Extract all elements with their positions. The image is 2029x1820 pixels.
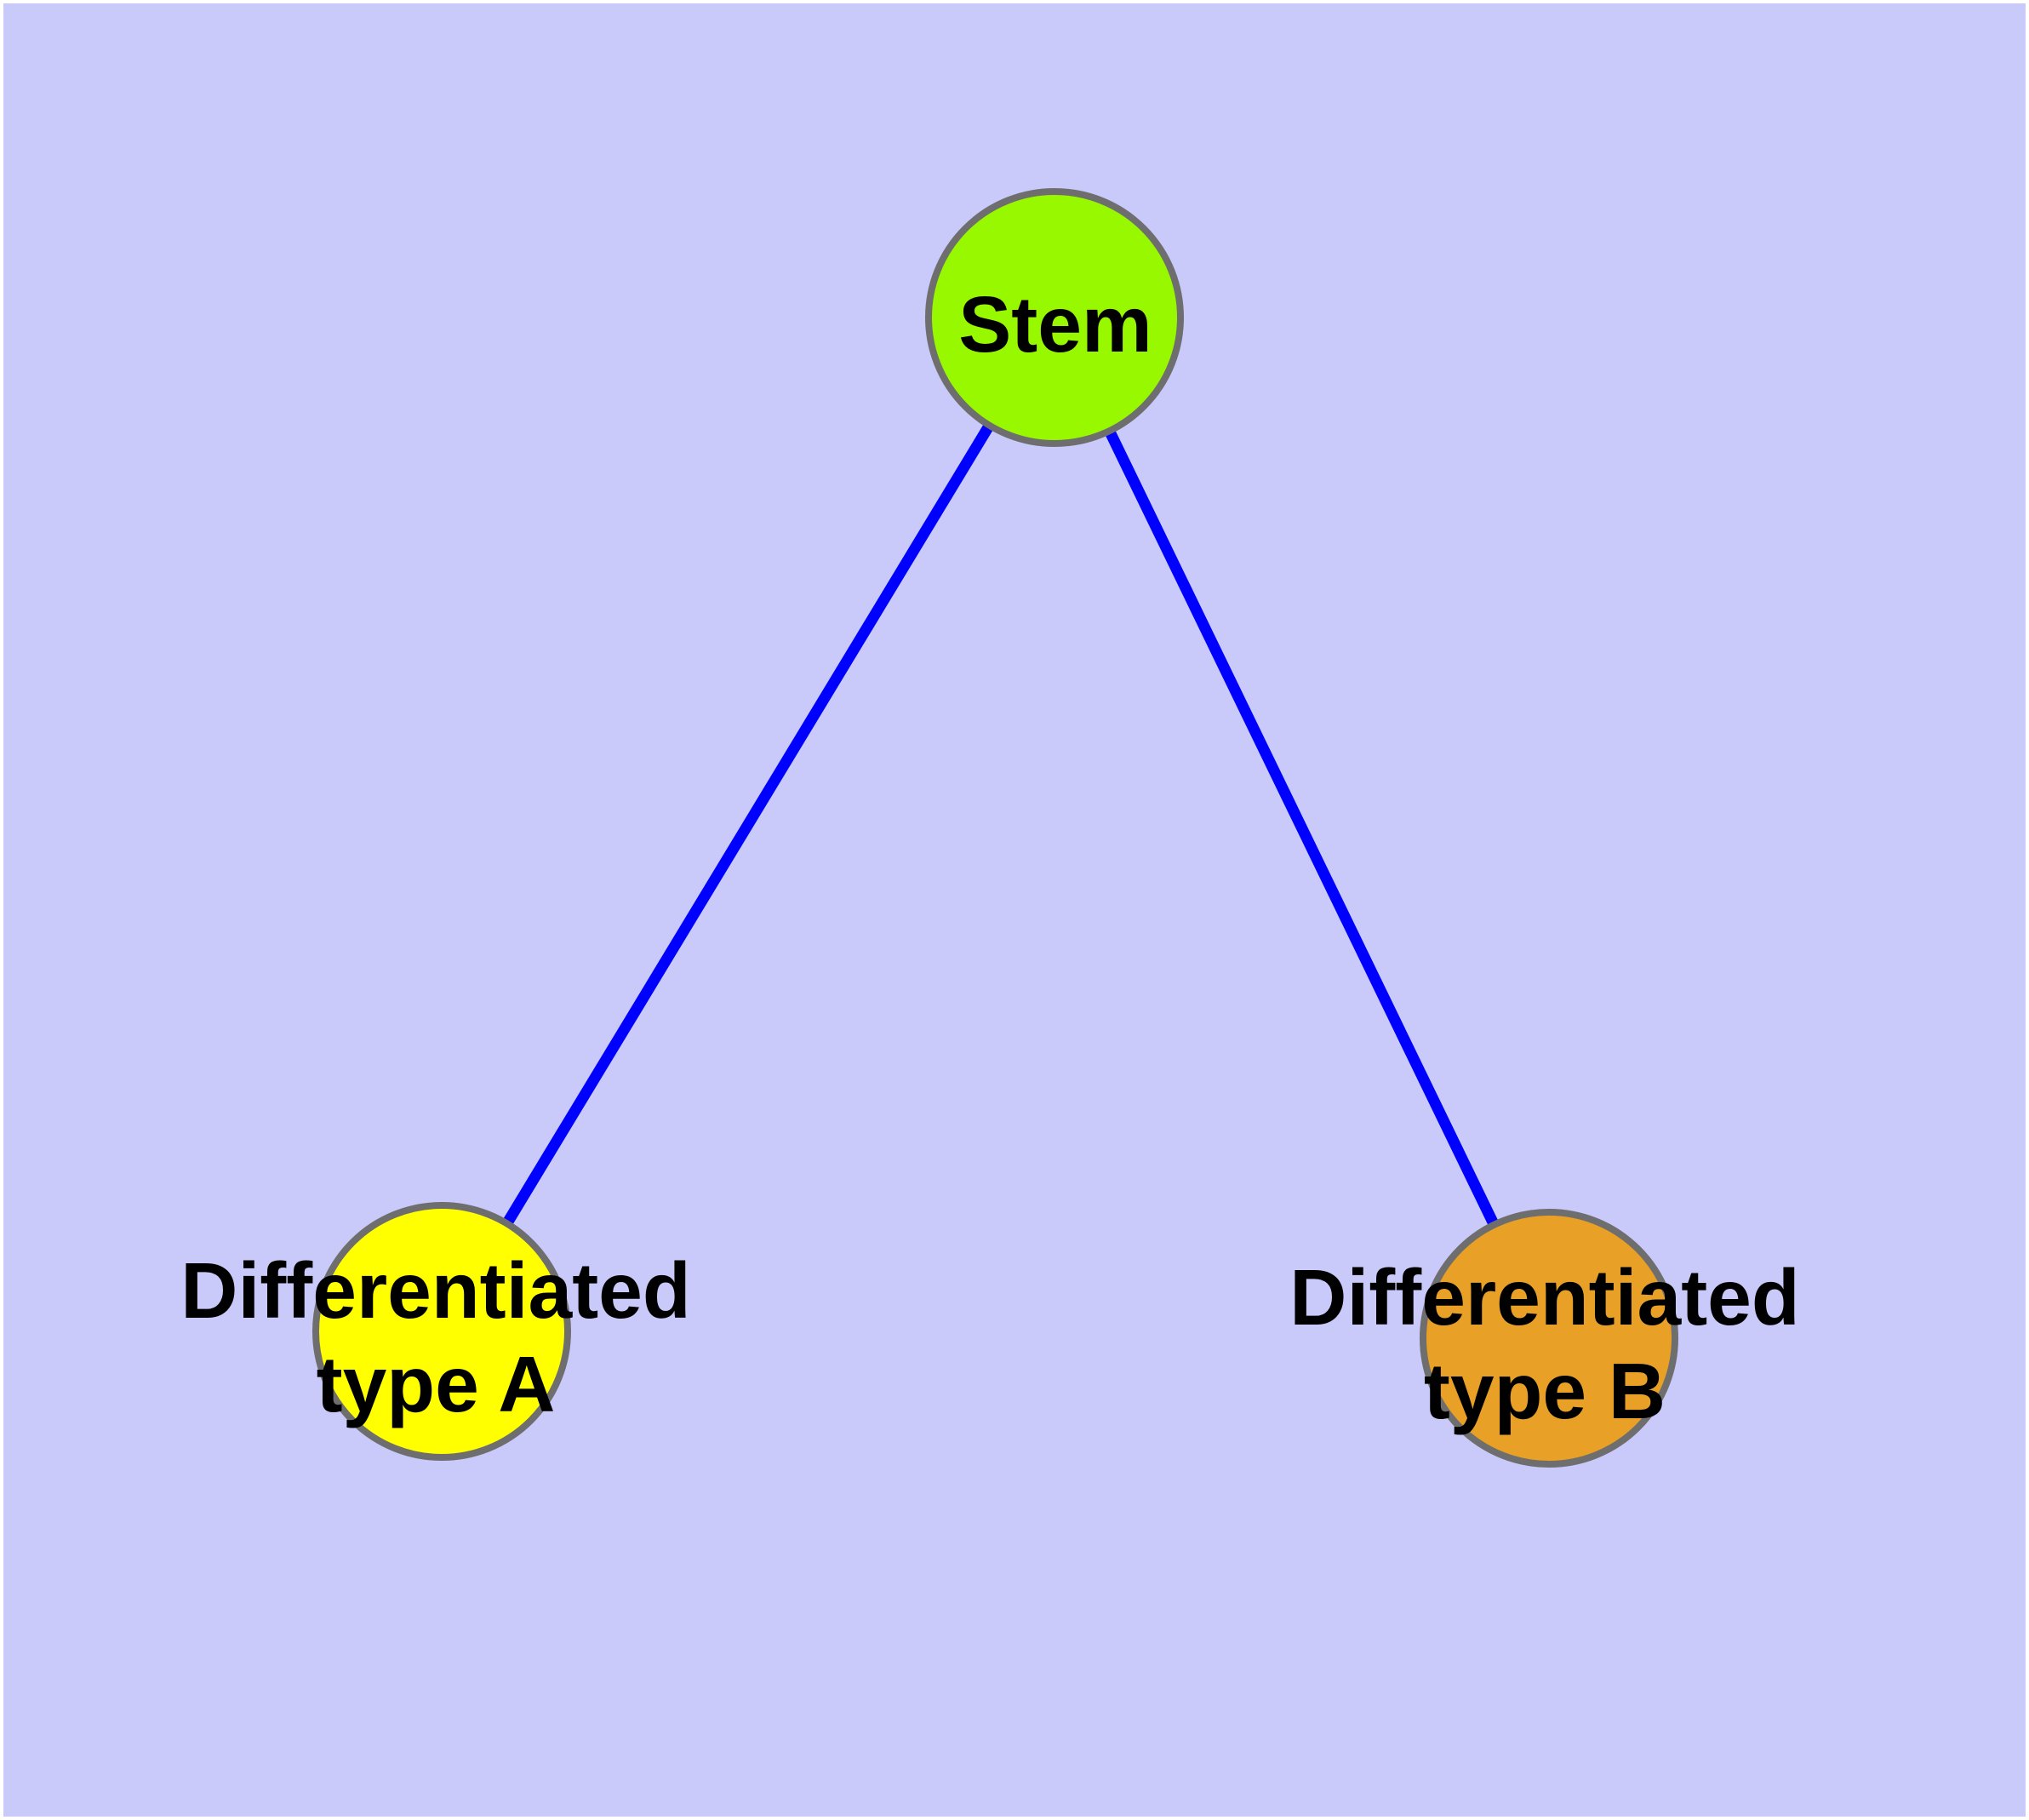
node-type-a-label-line2: type A	[317, 1340, 556, 1428]
node-stem	[925, 188, 1184, 447]
node-differentiated-type-a	[312, 1202, 571, 1461]
edge-stem-to-type-b	[1049, 315, 1554, 1341]
edge-stem-to-type-a	[437, 314, 1060, 1335]
node-type-a-label-line1: Differentiated	[180, 1246, 690, 1335]
node-stem-label: Stem	[958, 280, 1152, 369]
node-type-b-label-line1: Differentiated	[1289, 1253, 1799, 1342]
node-differentiated-type-b	[1420, 1209, 1678, 1468]
node-type-b-label-line2: type B	[1424, 1347, 1666, 1435]
